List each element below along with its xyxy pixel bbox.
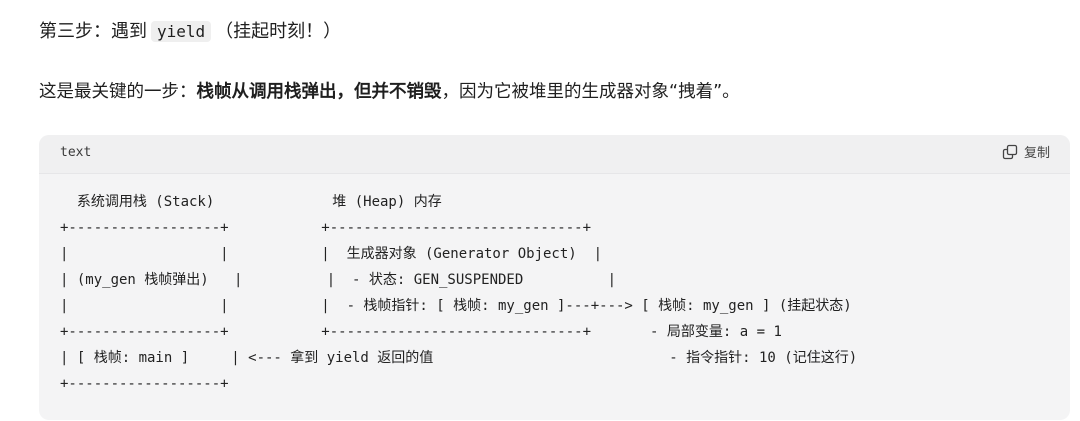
explanation-paragraph: 这是最关键的一步：栈帧从调用栈弹出，但并不销毁，因为它被堆里的生成器对象“拽着”…: [39, 77, 740, 107]
paragraph-emphasis: 栈帧从调用栈弹出，但并不销毁: [196, 82, 442, 102]
heading-suffix: （挂起时刻！）: [215, 21, 342, 42]
heading-prefix: 第三步：遇到: [39, 21, 147, 42]
heading-inline-code: yield: [151, 21, 212, 42]
code-language-label: text: [60, 145, 92, 160]
code-block-header: text 复制: [39, 135, 1070, 174]
paragraph-lead: 这是最关键的一步：: [39, 82, 197, 102]
copy-button[interactable]: 复制: [1002, 142, 1050, 161]
code-content: 系统调用栈 (Stack) 堆 (Heap) 内存 +-------------…: [60, 194, 858, 392]
paragraph-tail: ，因为它被堆里的生成器对象“拽着”。: [441, 82, 740, 102]
copy-label: 复制: [1023, 146, 1050, 161]
copy-icon: [1002, 144, 1018, 160]
code-block: text 复制 系统调用栈 (Stack) 堆 (Heap) 内存 +-----…: [39, 135, 1070, 420]
